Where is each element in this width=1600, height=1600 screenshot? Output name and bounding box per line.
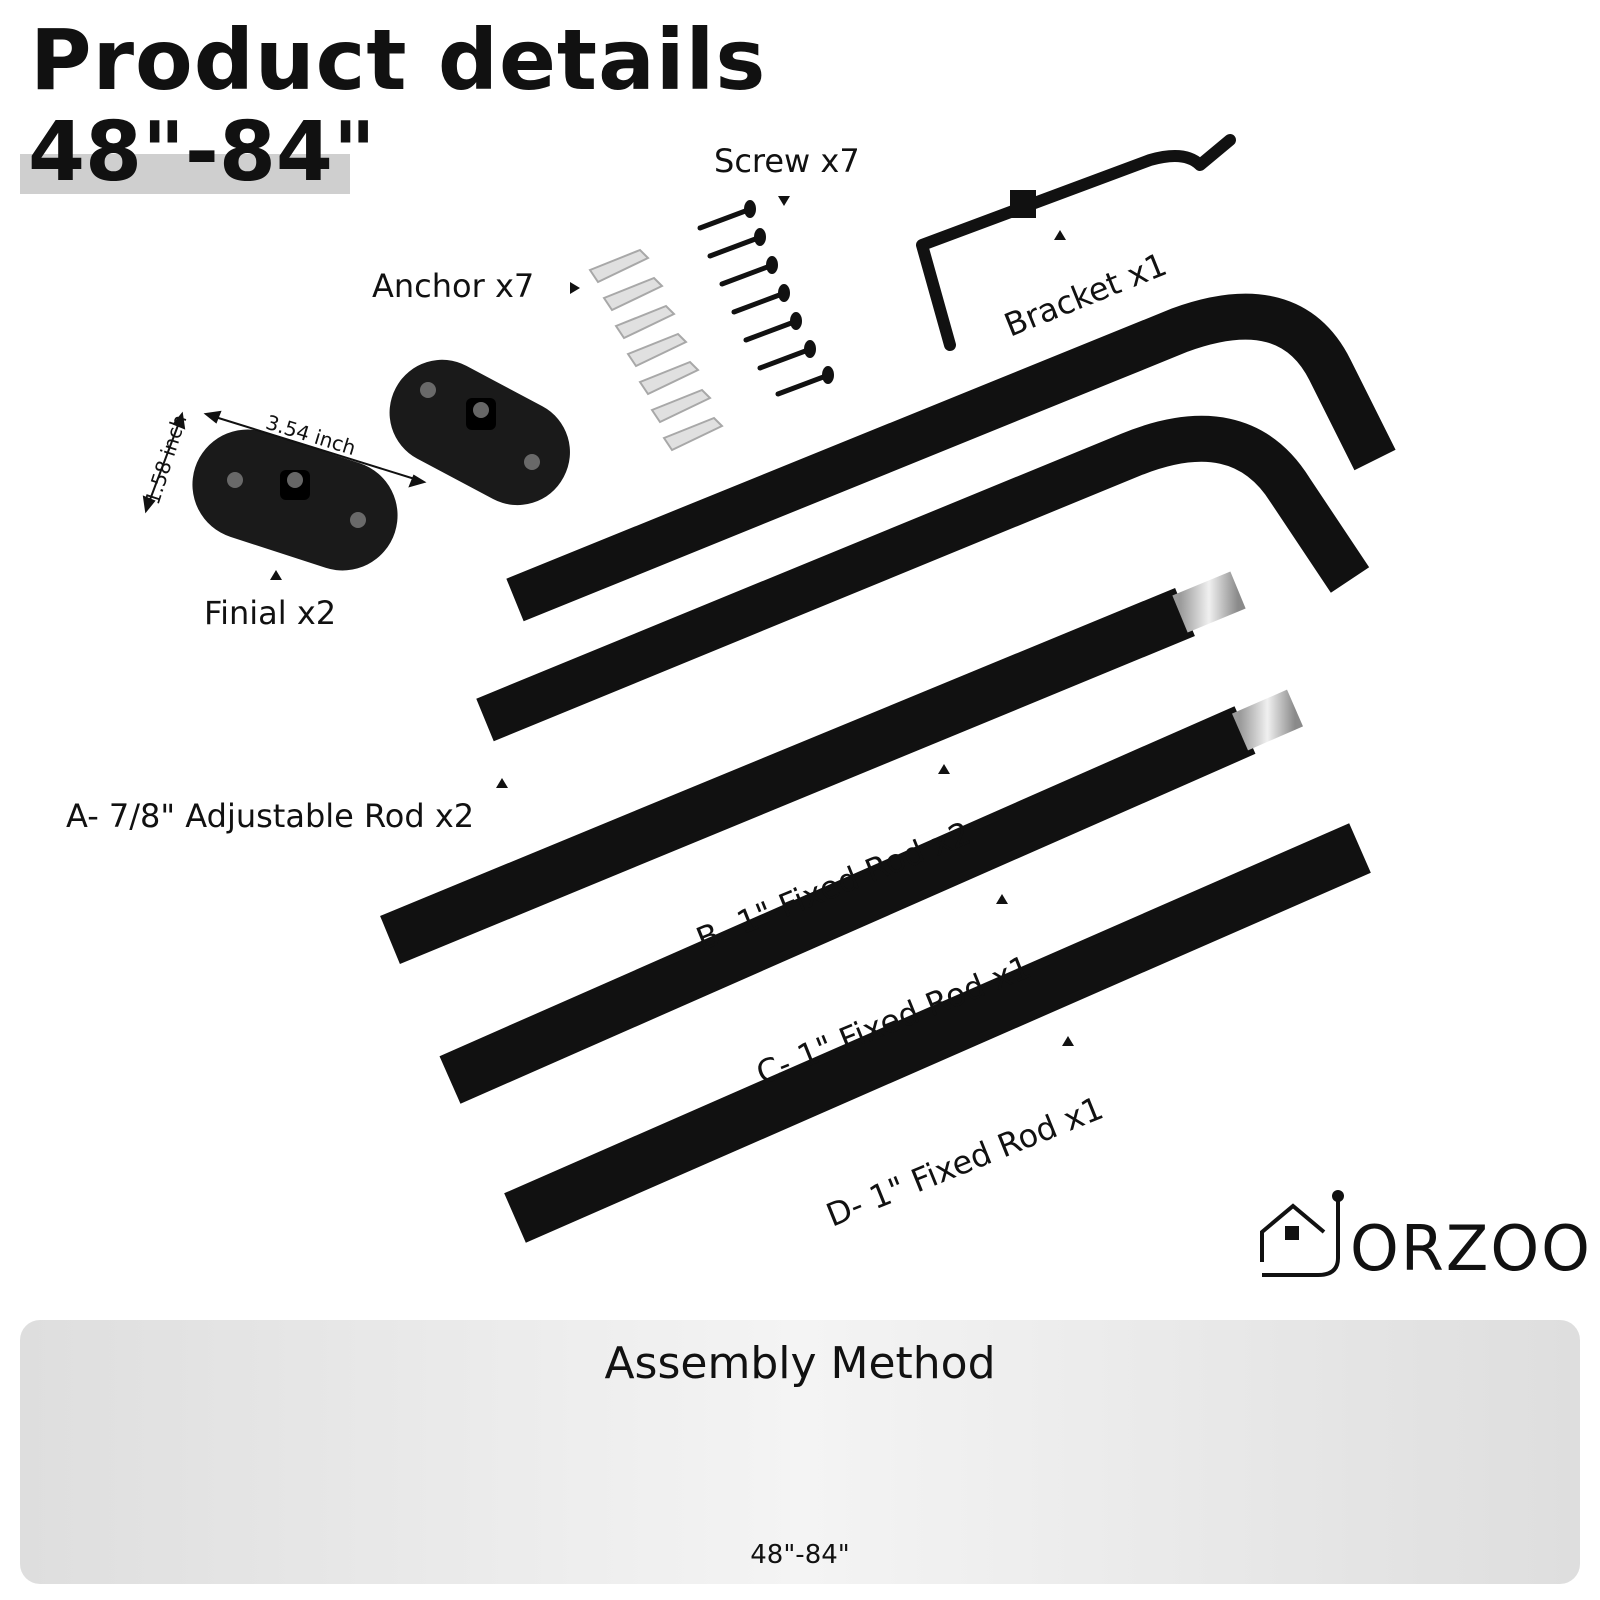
rod-c-icon	[439, 689, 1303, 1104]
assembly-panel	[20, 1320, 1580, 1584]
brand-logo-icon	[1260, 1190, 1344, 1277]
finial-dimension-arrows	[142, 410, 427, 514]
finial-icon-front	[192, 429, 398, 571]
size-range-text: 48"-84"	[28, 105, 376, 200]
bracket-icon	[916, 134, 1236, 351]
assembly-title: Assembly Method	[604, 1338, 996, 1389]
screws-icon	[697, 200, 834, 397]
page-title: Product details	[30, 11, 767, 109]
rod-a-icon	[476, 293, 1396, 742]
pointer-arrows	[270, 196, 1074, 1046]
brand-logo-text: ORZOO	[1350, 1212, 1592, 1285]
screw-label: Screw x7	[714, 142, 860, 180]
anchors-icon	[588, 248, 724, 452]
size-range-badge: 48"-84"	[20, 112, 376, 198]
assembly-dimension-label: 48"-84"	[750, 1540, 850, 1570]
rod-a-label: A- 7/8" Adjustable Rod x2	[66, 797, 475, 835]
finial-icon-back	[389, 359, 570, 506]
rod-b-icon	[380, 571, 1246, 965]
anchor-label: Anchor x7	[372, 267, 535, 305]
rod-d-icon	[504, 823, 1371, 1243]
brand-logo: ORZOO	[1350, 1218, 1592, 1280]
size-range-highlight	[20, 154, 350, 194]
finial-label: Finial x2	[204, 594, 337, 632]
